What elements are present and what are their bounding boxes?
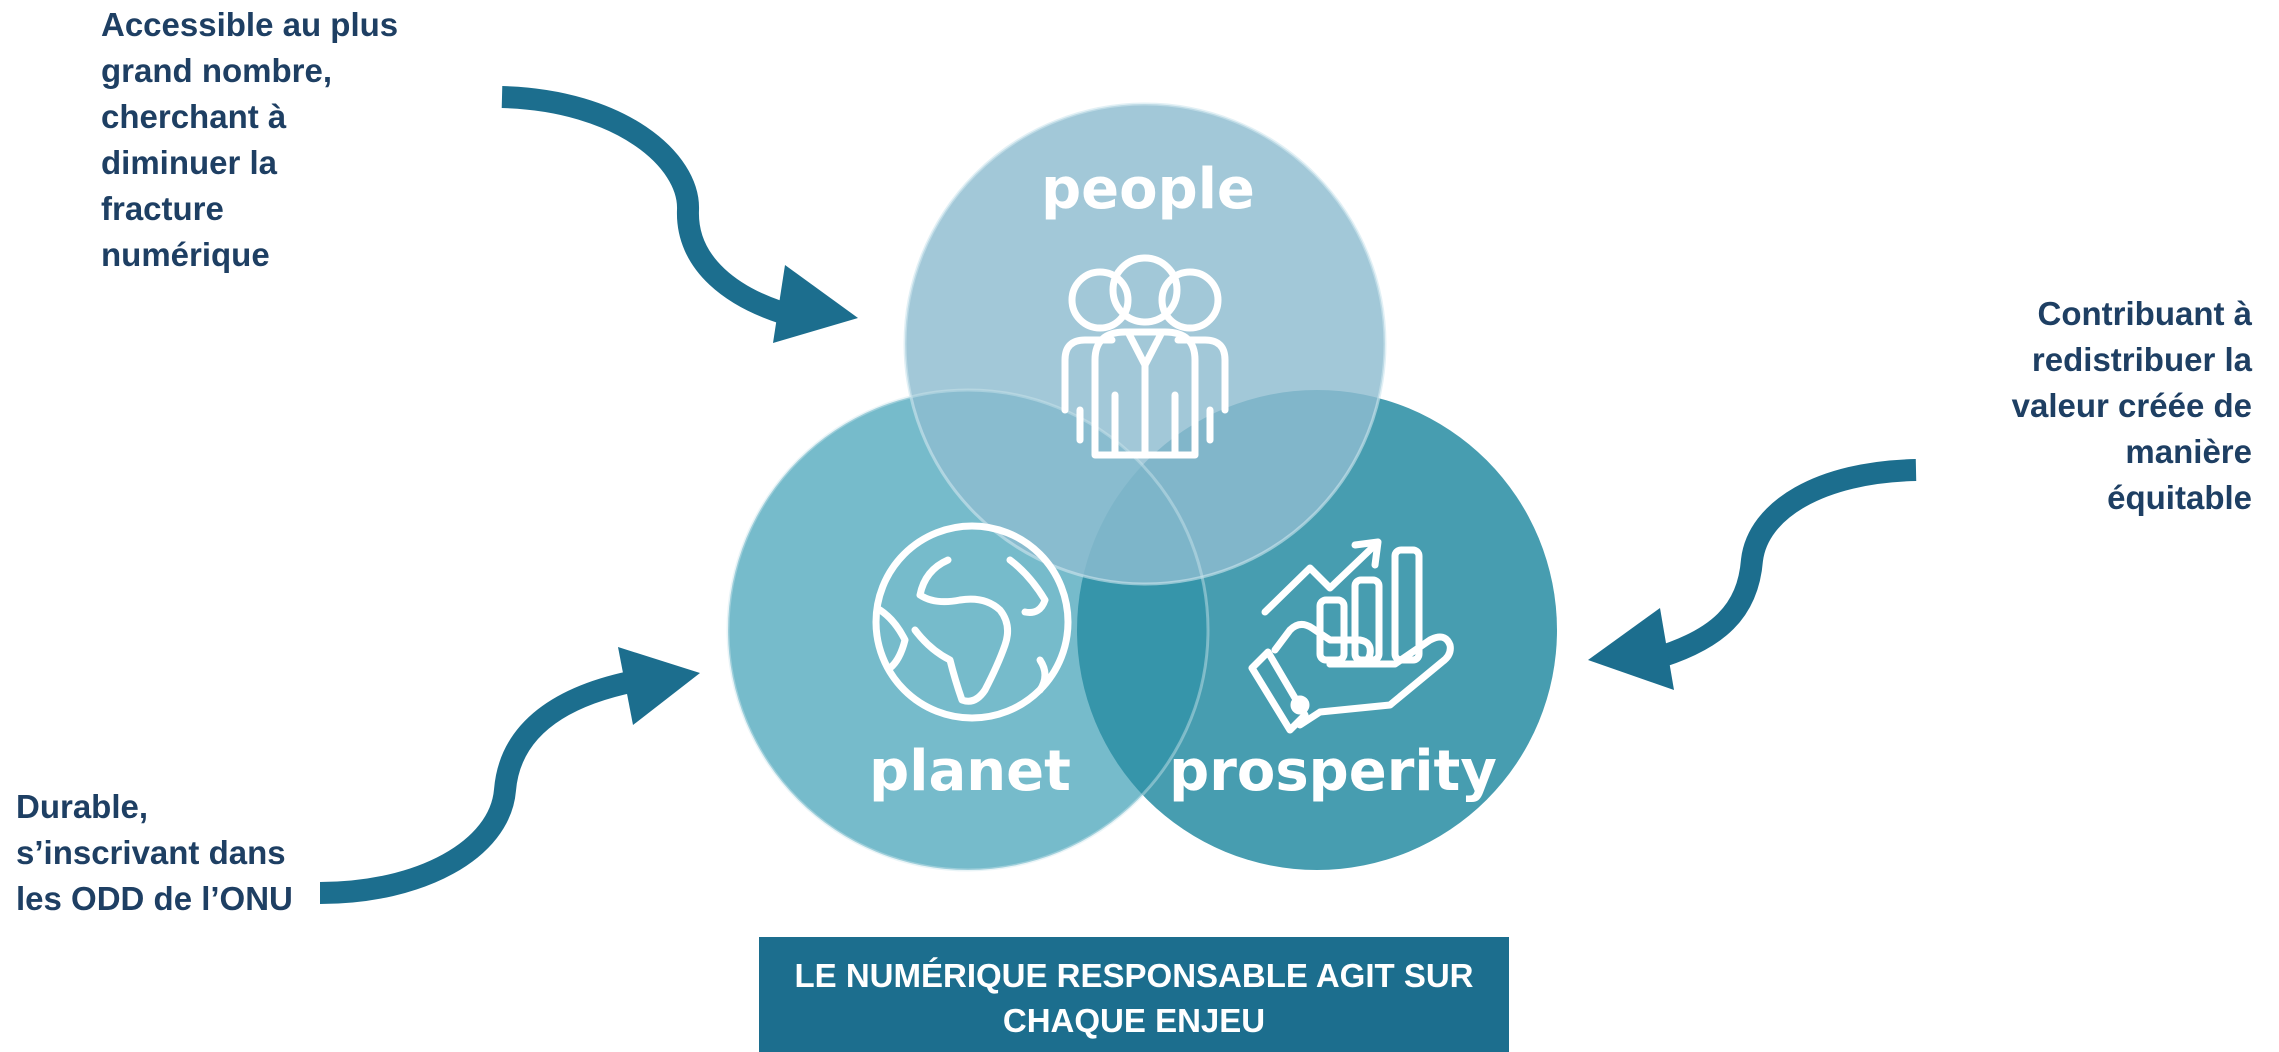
arrow-top-left (501, 86, 803, 329)
note-line: Durable, (16, 788, 149, 825)
note-line: valeur créée de (2011, 387, 2252, 424)
arrow-bottom-left (319, 669, 643, 904)
label-people: people (1041, 157, 1255, 222)
note-line: redistribuer la (2031, 341, 2252, 378)
note-equitable: Contribuant à redistribuer la valeur cré… (2012, 291, 2252, 521)
banner-line: LE NUMÉRIQUE RESPONSABLE AGIT SUR (794, 956, 1474, 994)
note-line: numérique (101, 236, 270, 273)
note-line: grand nombre, (101, 52, 333, 89)
circle-people (903, 102, 1387, 586)
arrow-head-bottom-left (618, 647, 700, 725)
note-line: Accessible au plus (101, 6, 399, 43)
note-line: diminuer la (101, 144, 278, 181)
growth-chart-hand-icon (1248, 538, 1454, 734)
note-line: s’inscrivant dans (16, 834, 286, 871)
note-line: équitable (2107, 479, 2252, 516)
summary-banner: LE NUMÉRIQUE RESPONSABLE AGIT SUR CHAQUE… (759, 937, 1509, 1052)
label-planet: planet (869, 739, 1071, 804)
arrow-head-right (1588, 608, 1674, 690)
note-durable: Durable, s’inscrivant dans les ODD de l’… (16, 784, 293, 922)
note-line: cherchant à (101, 98, 287, 135)
circle-planet-outline (726, 388, 1210, 872)
arrow-head-top-left (773, 265, 858, 343)
label-prosperity: prosperity (1169, 739, 1497, 804)
arrow-right (1646, 459, 1917, 671)
people-group-icon (1061, 254, 1229, 459)
globe-icon (872, 522, 1072, 722)
note-line: les ODD de l’ONU (16, 880, 293, 917)
note-line: Contribuant à (2037, 295, 2252, 332)
banner-line: CHAQUE ENJEU (1002, 1001, 1266, 1039)
note-line: manière (2125, 433, 2252, 470)
note-accessible: Accessible au plus grand nombre, chercha… (101, 2, 398, 278)
note-line: fracture (101, 190, 224, 227)
